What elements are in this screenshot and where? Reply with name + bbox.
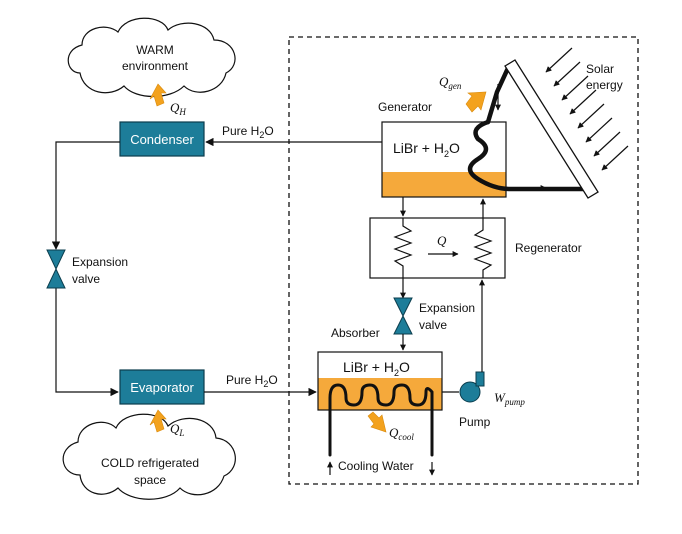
evaporator-label: Evaporator	[130, 380, 194, 395]
wpump-label: Wpump	[494, 390, 525, 407]
pump-icon	[459, 371, 485, 403]
absorber-cooling-coil	[328, 383, 434, 457]
warm-label-line1: WARM	[136, 43, 174, 57]
regenerator-q-label: Q	[437, 233, 447, 248]
cold-label-line1: COLD refrigerated	[101, 456, 199, 470]
expansion-valve-left-icon	[46, 249, 66, 289]
generator-content: LiBr + H2O	[393, 140, 460, 159]
warm-label-line2: environment	[122, 59, 189, 73]
ql-label: QL	[170, 421, 184, 438]
solar-label-line2: energy	[586, 78, 623, 92]
expansion-valve-left-line2: valve	[72, 272, 100, 286]
warm-environment-cloud: WARM environment	[67, 17, 236, 97]
pump-label: Pump	[459, 415, 491, 429]
line-condenser-to-valve	[51, 141, 120, 250]
qcool-heat-arrow	[367, 411, 387, 433]
line-valve-to-evaporator	[55, 288, 119, 397]
regenerator-coil-right	[473, 218, 493, 278]
generator-box	[381, 121, 507, 198]
expansion-valve-left-line1: Expansion	[72, 255, 128, 269]
ql-heat-arrow	[149, 409, 167, 433]
absorber-solution-fill	[318, 378, 442, 410]
regenerator-coil-left	[393, 218, 413, 278]
coil-to-collector	[485, 65, 511, 125]
condenser-box	[119, 121, 205, 157]
system-boundary	[288, 36, 639, 485]
qgen-heat-arrow	[465, 91, 487, 113]
absorber-box	[317, 351, 443, 411]
cold-label-line2: space	[134, 473, 166, 487]
condenser-label: Condenser	[130, 132, 194, 147]
cold-space-cloud: COLD refrigerated space	[62, 413, 236, 500]
qh-heat-arrow	[149, 83, 167, 107]
absorber-content: LiBr + H2O	[343, 359, 410, 378]
expansion-valve-right-icon	[393, 297, 413, 335]
cooling-water-label: Cooling Water	[338, 459, 414, 473]
regenerator-label: Regenerator	[515, 241, 582, 255]
absorber-title: Absorber	[331, 326, 380, 340]
solar-rays	[545, 47, 629, 171]
generator-heating-coil	[467, 119, 591, 192]
pure-water-top-label: Pure H2O	[222, 124, 274, 140]
evaporator-box	[119, 369, 205, 405]
solar-label-line1: Solar	[586, 62, 614, 76]
pure-water-bottom-label: Pure H2O	[226, 373, 278, 389]
generator-title: Generator	[378, 100, 432, 114]
expansion-valve-right-line1: Expansion	[419, 301, 475, 315]
qh-label: QH	[170, 100, 186, 117]
solar-collector	[504, 59, 599, 199]
qcool-label: Qcool	[389, 425, 414, 442]
qgen-label: Qgen	[439, 74, 462, 91]
expansion-valve-right-line2: valve	[419, 318, 447, 332]
